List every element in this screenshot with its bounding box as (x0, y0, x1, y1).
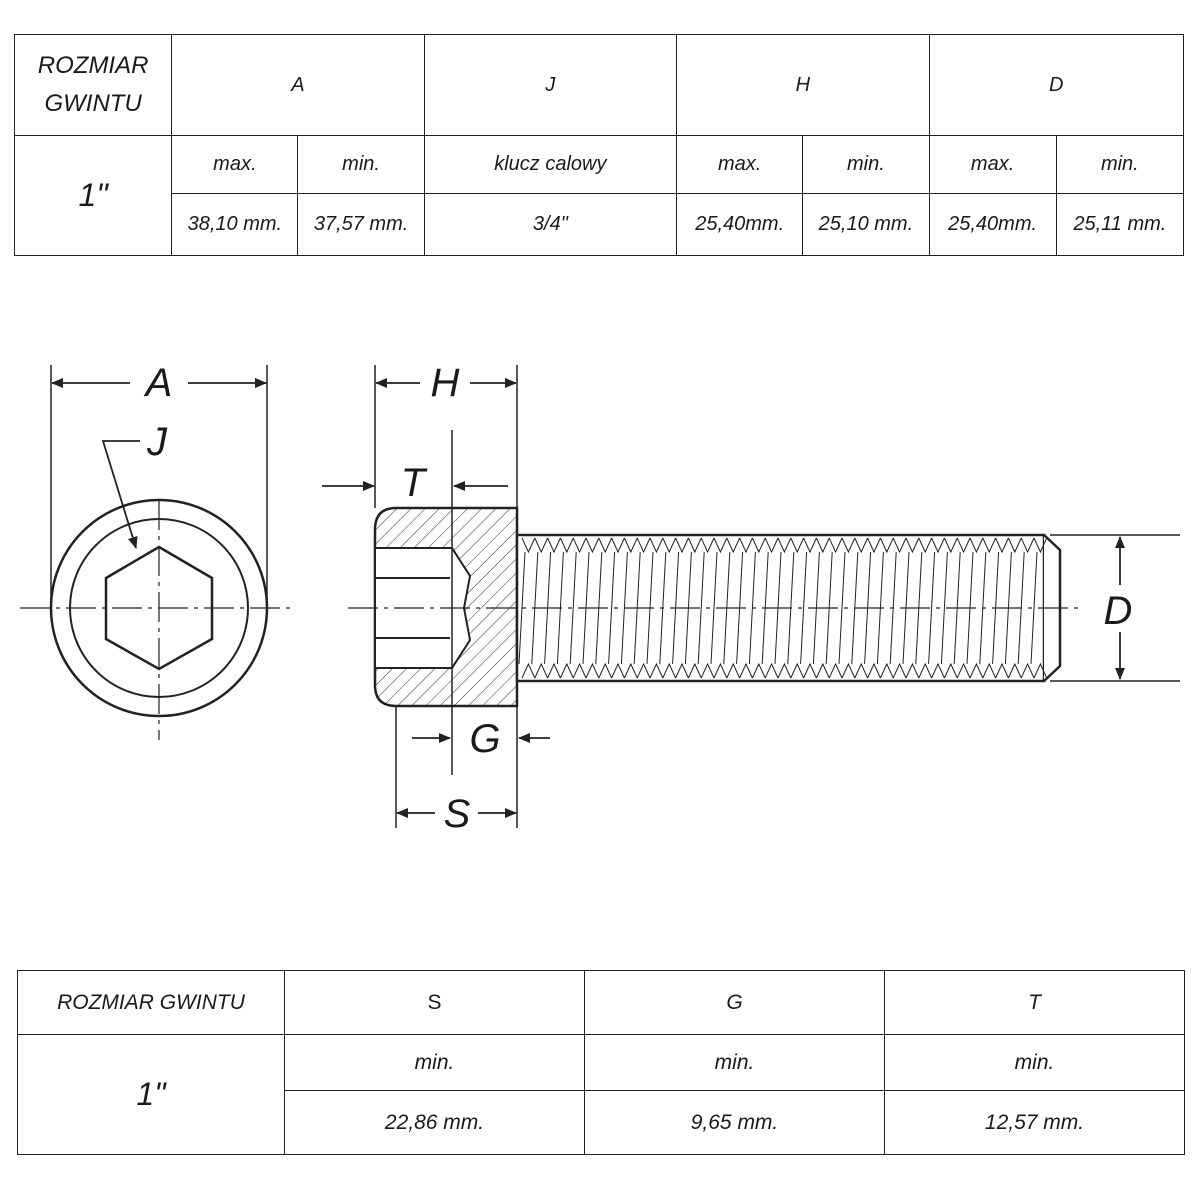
screw-technical-drawing: A J H T D G S (20, 361, 1180, 836)
h-min-label: min. (802, 135, 930, 194)
a-max-value: 38,10 mm. (171, 193, 299, 256)
d-max-value: 25,40mm. (928, 193, 1057, 256)
j-value: 3/4" (423, 193, 678, 256)
end-view (20, 365, 290, 740)
thread-line (608, 551, 616, 665)
label-h: H (431, 361, 460, 405)
dimensions-table-bottom: ROZMIAR GWINTU S G T 1" min. min. min. 2… (17, 970, 1185, 1155)
h-max-label: max. (676, 135, 804, 194)
dimensions-table-top: ROZMIAR GWINTU A J H D 1" max. min. kluc… (13, 34, 1185, 256)
size-header-line1: ROZMIAR (37, 52, 149, 79)
d-min-value: 25,11 mm. (1055, 193, 1185, 256)
t-min-label: min. (884, 1034, 1185, 1091)
side-view (322, 365, 1180, 828)
thread-line (838, 551, 846, 665)
col-a-header: A (171, 34, 425, 136)
size-header-line2: GWINTU (44, 90, 142, 117)
thread-line (710, 551, 718, 665)
d-max-label: max. (928, 135, 1057, 194)
label-a: A (144, 361, 173, 405)
thread-line (1030, 551, 1038, 665)
size-header-cell: ROZMIAR GWINTU (13, 34, 173, 136)
col-s-header: S (284, 970, 585, 1035)
d-min-label: min. (1055, 135, 1185, 194)
h-min-value: 25,10 mm. (802, 193, 930, 256)
label-t: T (401, 461, 428, 505)
thread-line (928, 551, 936, 665)
label-j: J (146, 420, 168, 464)
col-d-header: D (928, 34, 1184, 136)
thread-crests-bottom (521, 662, 1048, 679)
thread-line (697, 551, 705, 665)
g-min-value: 9,65 mm. (584, 1090, 885, 1155)
label-d: D (1104, 589, 1133, 633)
s-min-value: 22,86 mm. (284, 1090, 585, 1155)
a-min-value: 37,57 mm. (297, 193, 425, 256)
thread-line (940, 551, 948, 665)
thread-line (800, 551, 808, 665)
size-value: 1" (13, 135, 173, 256)
size-header-bottom: ROZMIAR GWINTU (17, 970, 285, 1035)
t-min-value: 12,57 mm. (884, 1090, 1185, 1155)
thread-line (569, 551, 577, 665)
a-max-label: max. (171, 135, 299, 194)
col-h-header: H (676, 34, 930, 136)
col-j-header: J (423, 34, 678, 136)
hex-socket (104, 545, 214, 671)
h-max-value: 25,40mm. (676, 193, 804, 256)
size-value-bottom: 1" (17, 1034, 285, 1155)
col-g-header: G (584, 970, 885, 1035)
j-label: klucz calowy (423, 135, 678, 194)
a-min-label: min. (297, 135, 425, 194)
thread-crests-top (521, 537, 1048, 554)
s-min-label: min. (284, 1034, 585, 1091)
col-t-header: T (884, 970, 1185, 1035)
label-s: S (444, 792, 471, 836)
g-min-label: min. (584, 1034, 885, 1091)
label-g: G (469, 717, 500, 761)
leader-j (101, 440, 140, 549)
